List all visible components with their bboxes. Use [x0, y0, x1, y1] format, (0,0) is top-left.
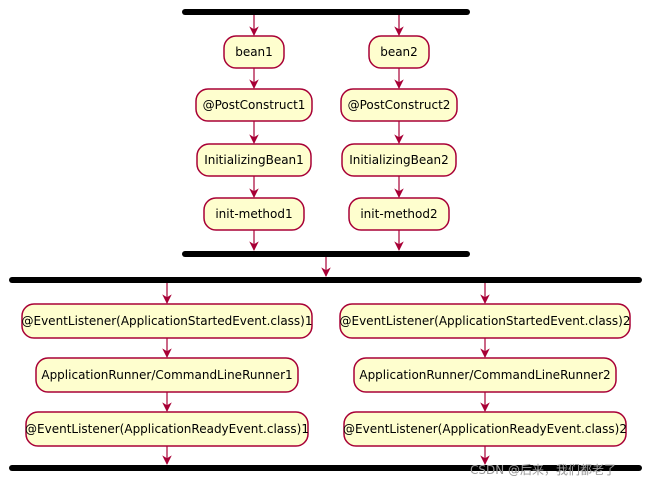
- node-postconstruct2: @PostConstruct2: [340, 88, 458, 122]
- svg-text:@EventListener(ApplicationStar: @EventListener(ApplicationStartedEvent.c…: [22, 314, 313, 328]
- node-init-method2: init-method2: [348, 197, 450, 231]
- join-bar-bottom: [9, 465, 642, 471]
- svg-text:init-method2: init-method2: [360, 207, 437, 221]
- svg-text:init-method1: init-method1: [215, 207, 292, 221]
- svg-text:@PostConstruct1: @PostConstruct1: [203, 98, 306, 112]
- join-bar-1: [182, 251, 470, 257]
- node-postconstruct1: @PostConstruct1: [195, 88, 313, 122]
- node-init-method1: init-method1: [203, 197, 305, 231]
- node-runner2: ApplicationRunner/CommandLineRunner2: [353, 357, 617, 393]
- svg-text:@PostConstruct2: @PostConstruct2: [348, 98, 451, 112]
- node-started-event-listener1: @EventListener(ApplicationStartedEvent.c…: [21, 303, 313, 339]
- node-ready-event-listener2: @EventListener(ApplicationReadyEvent.cla…: [343, 411, 627, 447]
- svg-text:@EventListener(ApplicationStar: @EventListener(ApplicationStartedEvent.c…: [340, 314, 631, 328]
- node-bean2: bean2: [368, 35, 430, 69]
- svg-text:@EventListener(ApplicationRead: @EventListener(ApplicationReadyEvent.cla…: [25, 422, 309, 436]
- node-initializingbean2: InitializingBean2: [341, 143, 457, 177]
- svg-text:bean2: bean2: [380, 45, 418, 59]
- watermark: CSDN @后来，我们都老了: [470, 463, 617, 477]
- node-initializingbean1: InitializingBean1: [196, 143, 312, 177]
- edges: [162, 15, 490, 465]
- fork-bar-top: [182, 9, 470, 15]
- node-runner1: ApplicationRunner/CommandLineRunner1: [35, 357, 299, 393]
- svg-text:bean1: bean1: [235, 45, 273, 59]
- node-started-event-listener2: @EventListener(ApplicationStartedEvent.c…: [339, 303, 631, 339]
- node-bean1: bean1: [223, 35, 285, 69]
- svg-text:ApplicationRunner/CommandLineR: ApplicationRunner/CommandLineRunner2: [359, 368, 610, 382]
- svg-text:InitializingBean2: InitializingBean2: [349, 153, 449, 167]
- fork-bar-2: [9, 277, 642, 283]
- svg-text:ApplicationRunner/CommandLineR: ApplicationRunner/CommandLineRunner1: [41, 368, 292, 382]
- svg-text:@EventListener(ApplicationRead: @EventListener(ApplicationReadyEvent.cla…: [343, 422, 627, 436]
- svg-text:InitializingBean1: InitializingBean1: [204, 153, 304, 167]
- node-ready-event-listener1: @EventListener(ApplicationReadyEvent.cla…: [25, 411, 309, 447]
